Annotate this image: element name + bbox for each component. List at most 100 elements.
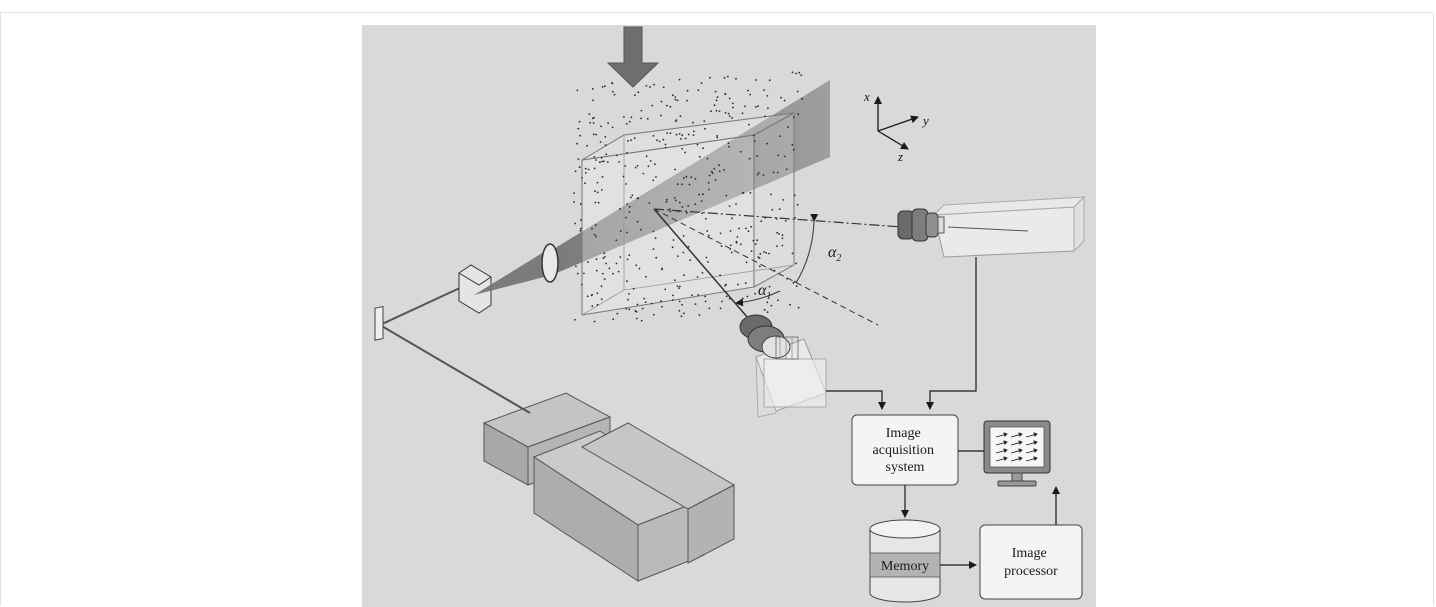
particle [660, 300, 662, 303]
particle [767, 107, 769, 110]
velocity-vector-head [1003, 440, 1008, 445]
particle [801, 97, 803, 100]
particle [713, 167, 716, 170]
particle [626, 280, 628, 283]
particle [607, 122, 609, 124]
particle [702, 193, 704, 196]
particle [674, 96, 677, 98]
particle [710, 170, 713, 173]
particle [600, 298, 603, 300]
particle [685, 211, 688, 214]
memory-label: Memory [881, 559, 929, 574]
particle [778, 208, 781, 211]
velocity-vector-head [1018, 440, 1023, 445]
particle [708, 174, 711, 177]
particle [696, 276, 699, 278]
particle [714, 90, 717, 93]
particle [791, 252, 794, 255]
particle [655, 256, 658, 259]
particle [593, 167, 596, 170]
particle [794, 280, 796, 283]
particle [792, 281, 795, 284]
particle [580, 283, 583, 286]
particle [753, 140, 756, 142]
particle [603, 160, 605, 163]
particle [576, 89, 579, 92]
particle [603, 256, 606, 258]
velocity-vector-head [1003, 432, 1008, 437]
particle [741, 297, 744, 300]
particle [596, 191, 599, 194]
particle [600, 125, 602, 128]
particle [625, 183, 627, 185]
particle [758, 257, 761, 259]
particle [574, 170, 577, 173]
particle [573, 192, 575, 195]
particle [672, 294, 674, 297]
particle [575, 265, 577, 268]
particle [595, 133, 598, 136]
particle [800, 74, 803, 76]
particle [771, 208, 774, 211]
velocity-vector-head [1018, 456, 1023, 461]
particle [680, 138, 682, 140]
particle [674, 98, 677, 101]
particle [602, 257, 605, 259]
particle [645, 84, 648, 87]
particle [698, 193, 701, 196]
particle [796, 90, 799, 93]
image-processor-box [979, 524, 1083, 600]
particle [603, 278, 606, 280]
particle [706, 230, 709, 232]
particle [747, 89, 749, 92]
particle [737, 283, 739, 286]
particle [680, 315, 683, 318]
particle [573, 201, 575, 203]
particle [653, 83, 655, 86]
particle [686, 89, 689, 92]
particle [752, 134, 755, 137]
particle [651, 104, 654, 107]
particle [643, 297, 646, 300]
particle [639, 228, 642, 231]
particle [681, 134, 684, 137]
particle [611, 126, 614, 129]
particle [665, 198, 668, 201]
particle [745, 227, 747, 230]
particle [676, 255, 679, 257]
particle [768, 79, 771, 82]
particle [661, 305, 663, 308]
particle [588, 113, 591, 115]
particle [674, 120, 677, 123]
particle [727, 112, 730, 115]
particle [768, 285, 771, 288]
particle [795, 72, 797, 75]
particle [687, 133, 690, 136]
particle [608, 267, 611, 270]
particle [735, 203, 737, 205]
particle [660, 114, 662, 117]
particle [783, 155, 786, 158]
camera-2-axis [653, 208, 903, 228]
particle [584, 167, 587, 170]
particle [583, 272, 585, 275]
particle [665, 104, 668, 107]
particle [763, 251, 765, 253]
particle [578, 166, 581, 169]
particle [781, 244, 784, 247]
particle [735, 77, 737, 80]
particle [678, 78, 681, 81]
particle [628, 293, 630, 295]
particle [595, 159, 597, 161]
particle [716, 135, 719, 137]
particle [619, 256, 622, 258]
particle [708, 188, 710, 191]
particle [594, 224, 597, 227]
particle [718, 110, 721, 113]
particle [782, 199, 785, 201]
particle [719, 274, 721, 277]
laser-beam-path [377, 286, 531, 414]
particle [684, 151, 686, 154]
particle [739, 150, 742, 153]
particle [676, 183, 679, 186]
